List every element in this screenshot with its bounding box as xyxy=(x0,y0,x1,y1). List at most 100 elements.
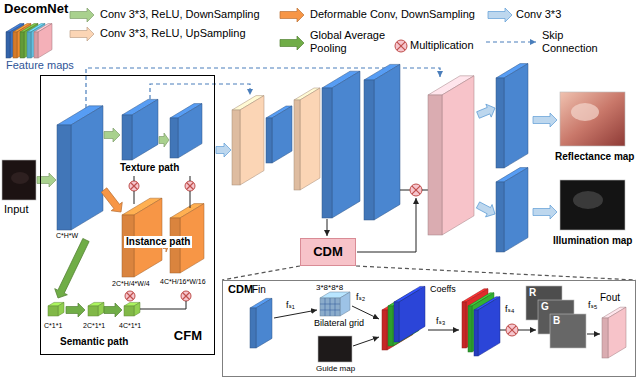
label: fₛ₂ xyxy=(356,292,365,302)
flow-line xyxy=(353,337,379,346)
block-front xyxy=(322,88,332,218)
symbol-cross xyxy=(508,326,516,334)
label: 2C*1*1 xyxy=(83,322,105,330)
bilateral-grid xyxy=(320,292,350,316)
label: Fout xyxy=(600,292,620,304)
block-front xyxy=(88,306,98,316)
flow-line xyxy=(134,176,135,181)
block-side xyxy=(256,298,272,348)
flow-line xyxy=(357,198,416,252)
block-arrow xyxy=(52,237,93,301)
input-image xyxy=(2,160,36,200)
flow-line xyxy=(518,330,536,331)
feature-map xyxy=(34,24,52,58)
feature-block xyxy=(322,71,360,218)
symbol-circle xyxy=(506,324,518,336)
label: Reflectance map xyxy=(555,151,634,163)
multiplication-symbol xyxy=(506,324,518,336)
label: Instance path xyxy=(124,236,192,248)
block-front xyxy=(250,308,256,348)
block-front xyxy=(20,32,24,58)
block-front xyxy=(496,182,504,252)
block-front xyxy=(294,100,300,190)
block-arrow xyxy=(159,133,169,147)
inset-panel: CDM xyxy=(222,280,636,377)
label: Semantic path xyxy=(60,336,128,348)
flow-line xyxy=(400,190,410,191)
feature-block xyxy=(57,106,103,230)
block-arrow xyxy=(66,303,85,317)
label: Coeffs xyxy=(430,284,456,294)
skip-connection xyxy=(356,266,636,280)
legend-text: Global Average Pooling xyxy=(310,29,396,54)
block-side xyxy=(300,88,320,190)
block-front xyxy=(496,78,504,168)
block-side xyxy=(608,307,626,358)
label: C*H*W xyxy=(56,232,78,240)
block-front xyxy=(48,306,58,316)
flow-line xyxy=(428,330,459,331)
block-front xyxy=(6,32,10,58)
coefficient-slab xyxy=(394,286,425,342)
legend-text: Skip Connection xyxy=(542,29,614,54)
block-front xyxy=(122,115,132,160)
block-arrow xyxy=(280,8,304,22)
feature-block xyxy=(232,96,264,185)
grid-line xyxy=(320,310,340,311)
legend-text: Conv 3*3, ReLU, DownSampling xyxy=(100,8,260,21)
block-arrow xyxy=(488,8,512,22)
block-front xyxy=(57,125,71,230)
block-arrow xyxy=(98,186,126,217)
feature-block xyxy=(496,168,528,252)
multiplication-symbol xyxy=(410,184,422,196)
feature-block xyxy=(250,298,272,348)
block-side xyxy=(504,168,528,252)
block-front xyxy=(382,310,387,350)
image-detail xyxy=(573,191,603,209)
symbol-cross xyxy=(187,183,194,190)
flow-line xyxy=(140,301,186,309)
label: Illumination map xyxy=(553,235,632,247)
node-text: CDM xyxy=(313,245,343,260)
node-text: CFM xyxy=(174,329,202,344)
block-side xyxy=(134,302,140,316)
block-side xyxy=(332,71,360,218)
zoom-connector xyxy=(222,266,300,280)
skip-connection xyxy=(486,41,536,42)
block-front xyxy=(462,302,466,348)
legend-text: Multiplication xyxy=(410,39,474,52)
legend-text: Conv 3*3 xyxy=(516,8,561,21)
feature-block xyxy=(122,99,158,160)
grid-line xyxy=(335,298,336,316)
grid-line xyxy=(330,298,331,316)
block-front xyxy=(13,32,17,58)
block-front xyxy=(170,118,178,158)
symbol-circle xyxy=(395,40,407,52)
block-front xyxy=(124,306,134,316)
label: 4C*1*1 xyxy=(119,322,141,330)
feature-block xyxy=(170,104,202,158)
block-arrow xyxy=(280,36,304,50)
feature-block xyxy=(266,106,292,163)
symbol-circle xyxy=(129,181,139,191)
label: Input xyxy=(4,203,28,216)
label: Texture path xyxy=(120,162,179,174)
channel-slab xyxy=(474,297,500,356)
block-front xyxy=(34,32,38,58)
block-front xyxy=(266,118,272,163)
module-panel: CFM xyxy=(40,75,215,355)
block-arrow xyxy=(70,8,94,22)
symbol-circle xyxy=(410,184,422,196)
label: B xyxy=(553,315,560,327)
label: 4C*H/16*W/16 xyxy=(160,278,206,286)
flow-line xyxy=(422,190,428,191)
multiplication-symbol xyxy=(125,291,135,301)
block-arrow xyxy=(104,303,122,317)
guide-map-image xyxy=(318,336,352,362)
feature-block xyxy=(496,64,528,168)
block-side xyxy=(38,24,52,58)
block-side xyxy=(272,106,292,163)
block-front xyxy=(602,318,608,358)
block-arrow xyxy=(533,205,557,219)
symbol-cross xyxy=(127,293,134,300)
